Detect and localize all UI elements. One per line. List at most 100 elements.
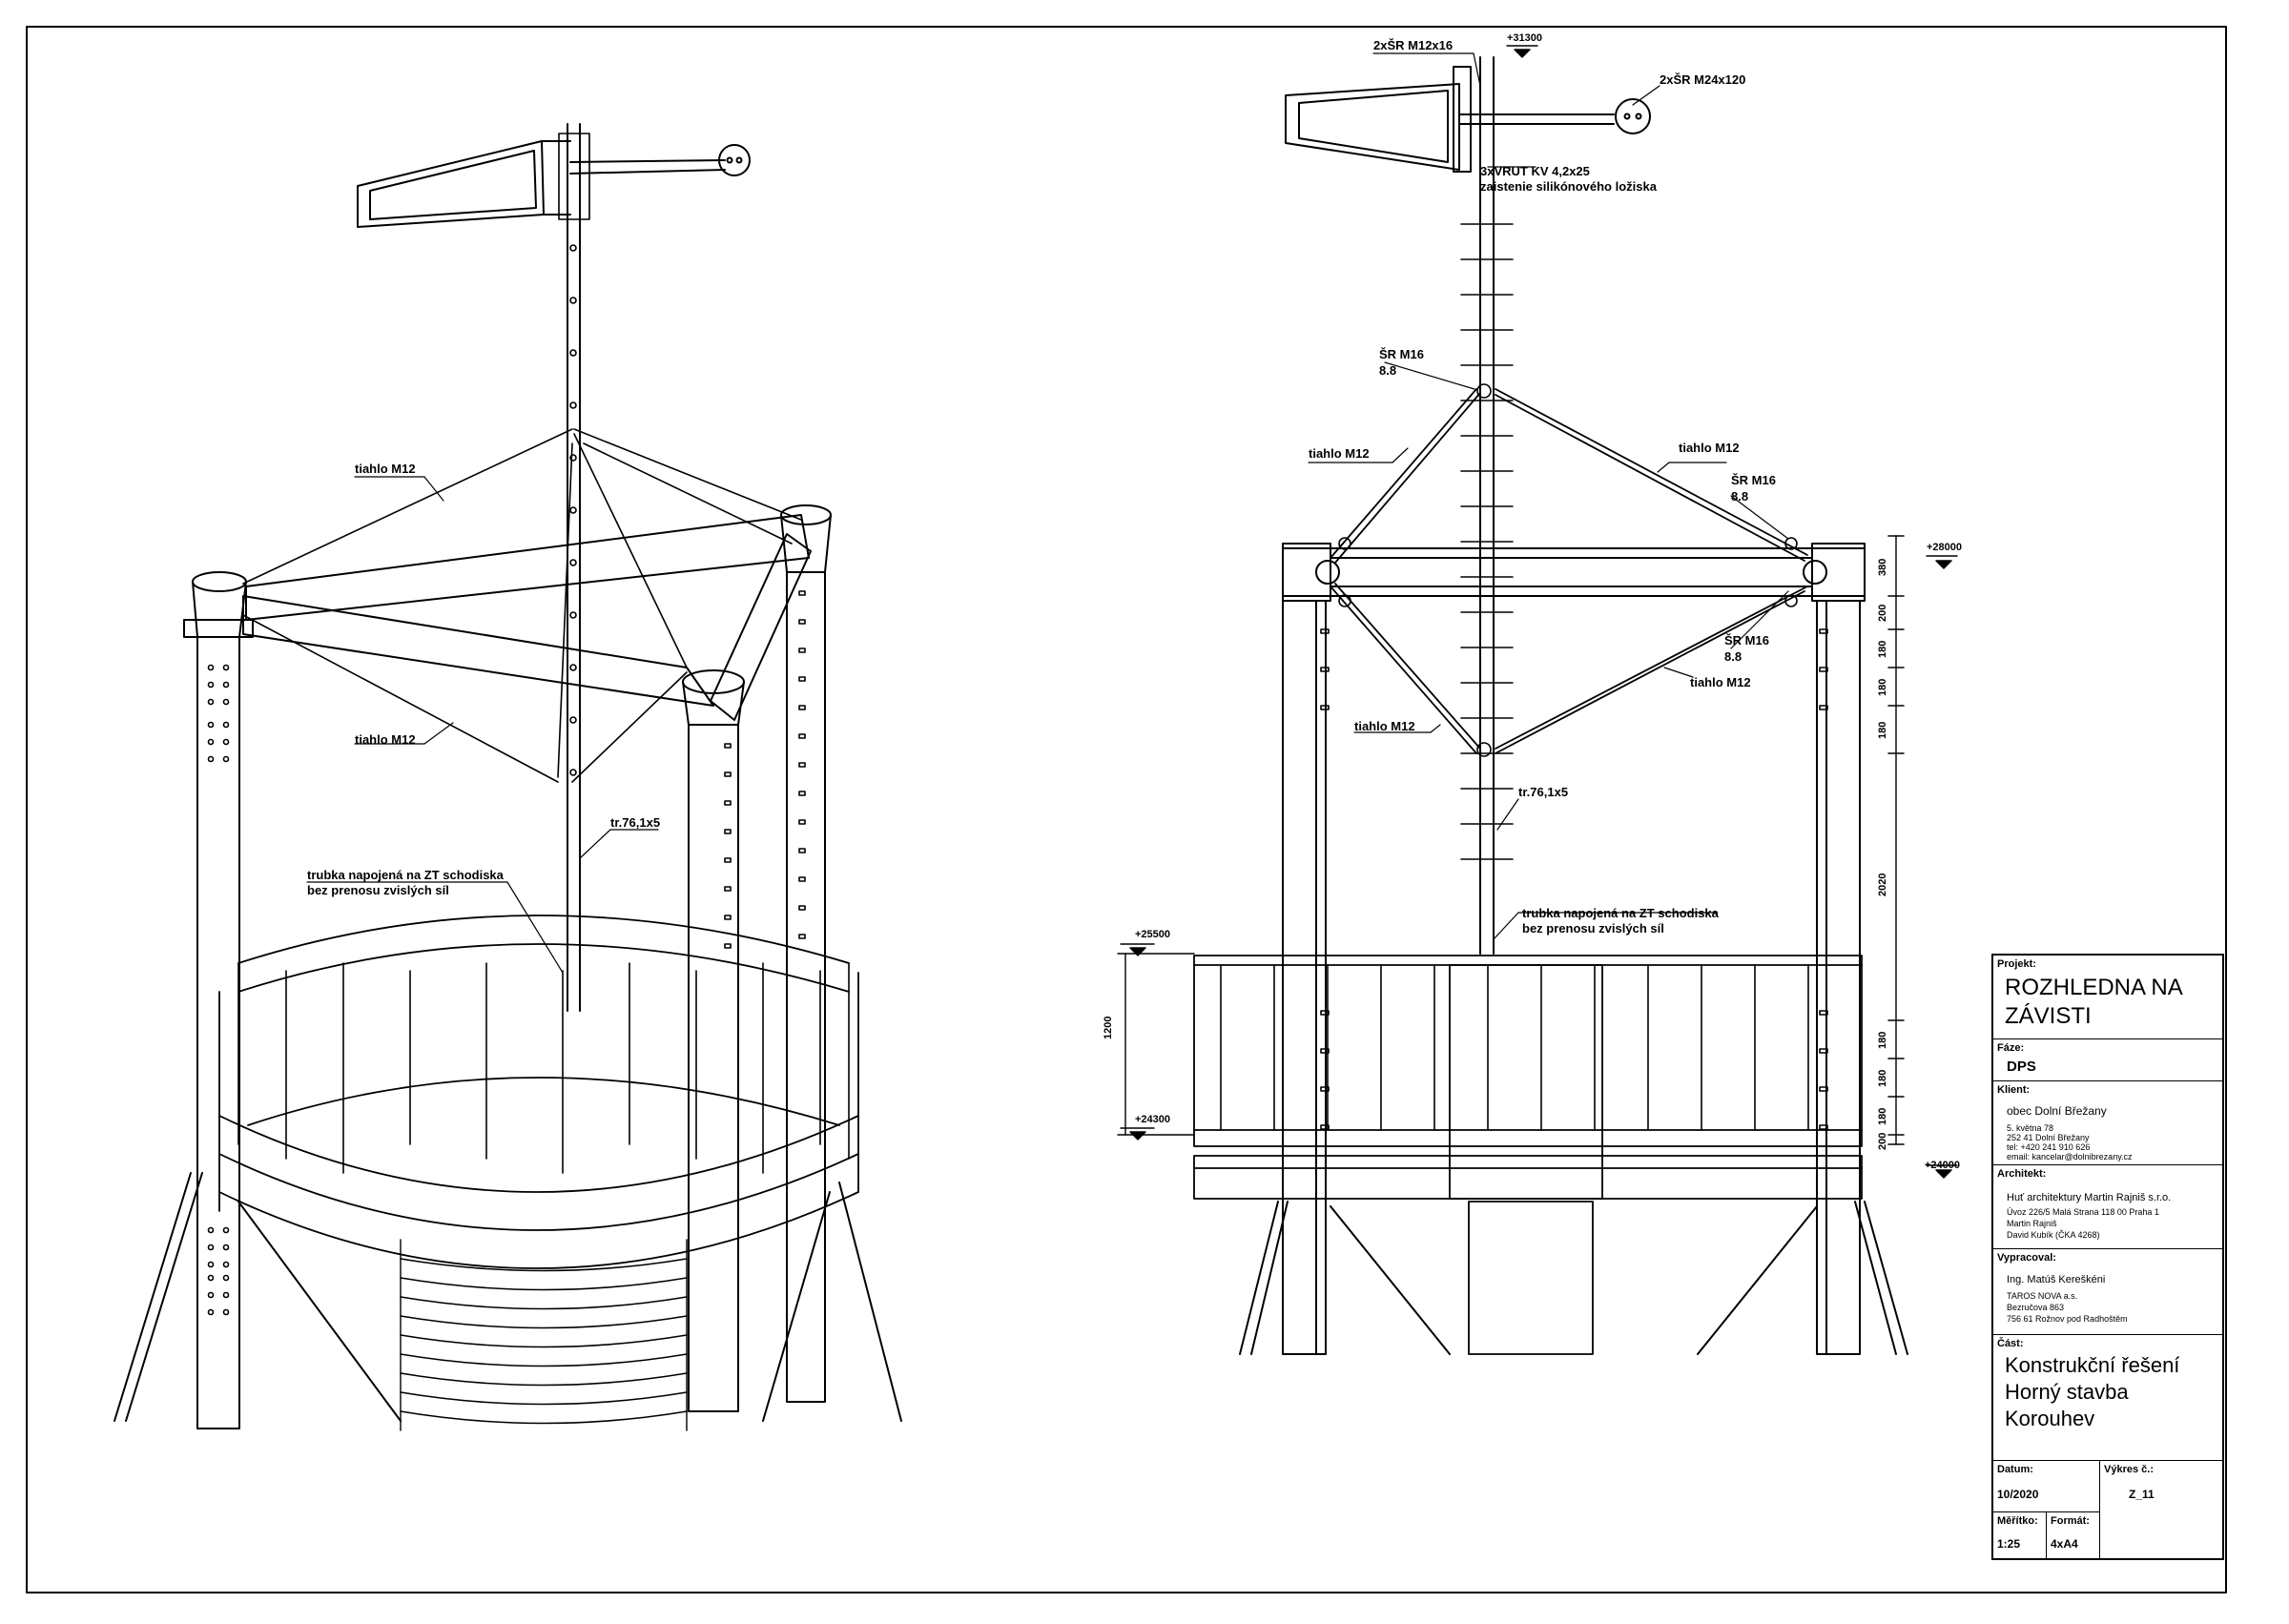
platform-right — [1193, 955, 1863, 1355]
column-bolt — [798, 791, 806, 796]
mast-ladder-right — [1460, 223, 1514, 860]
column-bolt — [724, 800, 732, 806]
title-block: Projekt: ROZHLEDNA NA ZÁVISTI Fáze: DPS … — [1991, 954, 2224, 1560]
label-bolt-top-right: 2xŠR M24x120 — [1660, 72, 1746, 87]
label-elev-25500: +25500 — [1135, 929, 1171, 940]
tb-drawing-no: Výkres č.: Z_11 — [2100, 1461, 2222, 1562]
column-bolt — [207, 755, 215, 763]
column-bolt — [222, 755, 230, 763]
stair-ring — [400, 1315, 688, 1329]
platform-left — [218, 915, 859, 1269]
tb-scale: Měřítko: 1:25 — [1993, 1512, 2047, 1560]
dimension-label: 180 — [1877, 640, 1888, 658]
tb-author-detail: TAROS NOVA a.s. — [2007, 1291, 2078, 1301]
railing-posts-right — [1220, 964, 1809, 1131]
dimension-label: 200 — [1877, 604, 1888, 622]
tb-part-line3: Korouhev — [2005, 1407, 2095, 1430]
label-sr-top-grade: 8.8 — [1379, 363, 1397, 378]
railing-posts-left — [237, 962, 850, 1174]
elev-marker-top — [1506, 45, 1538, 58]
dimension-label: 180 — [1877, 1069, 1888, 1087]
mast-bolt — [569, 244, 577, 252]
stair-ring — [400, 1296, 688, 1310]
column-bolt — [724, 857, 732, 863]
column-hole — [1320, 667, 1330, 672]
mast-bolt — [569, 401, 577, 409]
struts-left — [113, 1172, 902, 1422]
mast-bolt — [569, 611, 577, 619]
mast-bolt — [569, 716, 577, 724]
tb-client-detail: tel: +420 241 910 626 — [2007, 1142, 2091, 1152]
column-bolt — [207, 664, 215, 671]
top-beam-right — [1282, 547, 1866, 597]
wind-vane-right — [1285, 66, 1651, 173]
label-sr-lower-grade: 8.8 — [1724, 649, 1743, 664]
tb-author-detail: Bezručova 863 — [2007, 1303, 2065, 1312]
column-bolt — [207, 1308, 215, 1316]
column-bolt — [222, 738, 230, 746]
tie-rods-right — [1330, 388, 1808, 754]
dimension-label: 180 — [1877, 1107, 1888, 1125]
tie-rods-left — [242, 428, 802, 783]
tb-author-name: Ing. Matúš Kereškéni — [2007, 1274, 2106, 1285]
tb-project-line1: ROZHLEDNA NA — [2005, 975, 2183, 1000]
label-sr-lower: ŠR M16 — [1724, 633, 1769, 648]
column-bolt — [798, 590, 806, 596]
tb-author: Vypracoval: Ing. Matúš Kereškéni TAROS N… — [1993, 1249, 2222, 1335]
label-tie-rod-upper-right-r: tiahlo M12 — [1679, 441, 1740, 455]
label-note-line1-right: trubka napojená na ZT schodiska — [1522, 906, 1719, 920]
tb-format: Formát: 4xA4 — [2047, 1512, 2100, 1560]
stair-ring — [400, 1410, 688, 1425]
tb-project: Projekt: ROZHLEDNA NA ZÁVISTI — [1993, 956, 2222, 1039]
tb-part-line2: Horný stavba — [2005, 1380, 2129, 1404]
column-bolt — [222, 1308, 230, 1316]
label-elev-24000: +24000 — [1925, 1160, 1961, 1171]
column-bolt — [798, 733, 806, 739]
label-sr-right: ŠR M16 — [1731, 473, 1776, 487]
column-bolt — [798, 905, 806, 911]
column-hole — [1819, 1086, 1828, 1092]
column-bolt — [798, 819, 806, 825]
label-tie-rod-lower-left-r: tiahlo M12 — [1354, 719, 1415, 733]
sheet-border — [26, 26, 2227, 1593]
tb-architect: Architekt: Huť architektury Martin Rajni… — [1993, 1165, 2222, 1249]
column-hole — [1819, 705, 1828, 710]
column-bolt — [207, 681, 215, 689]
column-hole — [1320, 1086, 1330, 1092]
tb-architect-detail: Úvoz 226/5 Malá Strana 118 00 Praha 1 — [2007, 1207, 2159, 1217]
column-hole — [1320, 1010, 1330, 1016]
column-bolt — [207, 1244, 215, 1251]
label-elev-28000: +28000 — [1927, 542, 1963, 553]
dimension-label: 2020 — [1877, 873, 1888, 896]
tb-architect-detail: David Kubík (ČKA 4268) — [2007, 1230, 2100, 1240]
column-bolt — [798, 705, 806, 710]
label-tie-rod-upper-left: tiahlo M12 — [355, 462, 416, 476]
column-bolt — [207, 1261, 215, 1268]
label-elev-24300: +24300 — [1135, 1114, 1171, 1125]
mast-right — [1479, 56, 1495, 955]
column-bolt — [207, 698, 215, 706]
elevation-view — [1117, 45, 1958, 1355]
stair-ring — [400, 1391, 688, 1406]
column-bolt — [724, 943, 732, 949]
tb-phase-value: DPS — [2007, 1059, 2036, 1075]
column-bolt — [724, 771, 732, 777]
column-bolt — [207, 1291, 215, 1299]
label-note-line2-left: bez prenosu zvislých síl — [307, 883, 449, 897]
columns-right — [1282, 543, 1866, 1355]
mast-bolts-left — [569, 244, 577, 776]
stair-ring — [400, 1334, 688, 1348]
mast-bolt — [569, 664, 577, 671]
tb-author-detail: 756 61 Rožnov pod Radhoštěm — [2007, 1314, 2128, 1324]
column-bolt — [798, 676, 806, 682]
label-note-line2-right: bez prenosu zvislých síl — [1522, 921, 1664, 935]
column-hole — [1320, 1048, 1330, 1054]
label-tube-right: tr.76,1x5 — [1518, 785, 1569, 799]
label-sr-right-grade: 8.8 — [1731, 489, 1749, 504]
label-sr-top: ŠR M16 — [1379, 347, 1424, 361]
tb-architect-caption: Architekt: — [1997, 1168, 2047, 1180]
tie-rod-lugs-right — [1338, 383, 1798, 757]
column-bolt — [798, 934, 806, 939]
column-bolt — [222, 698, 230, 706]
